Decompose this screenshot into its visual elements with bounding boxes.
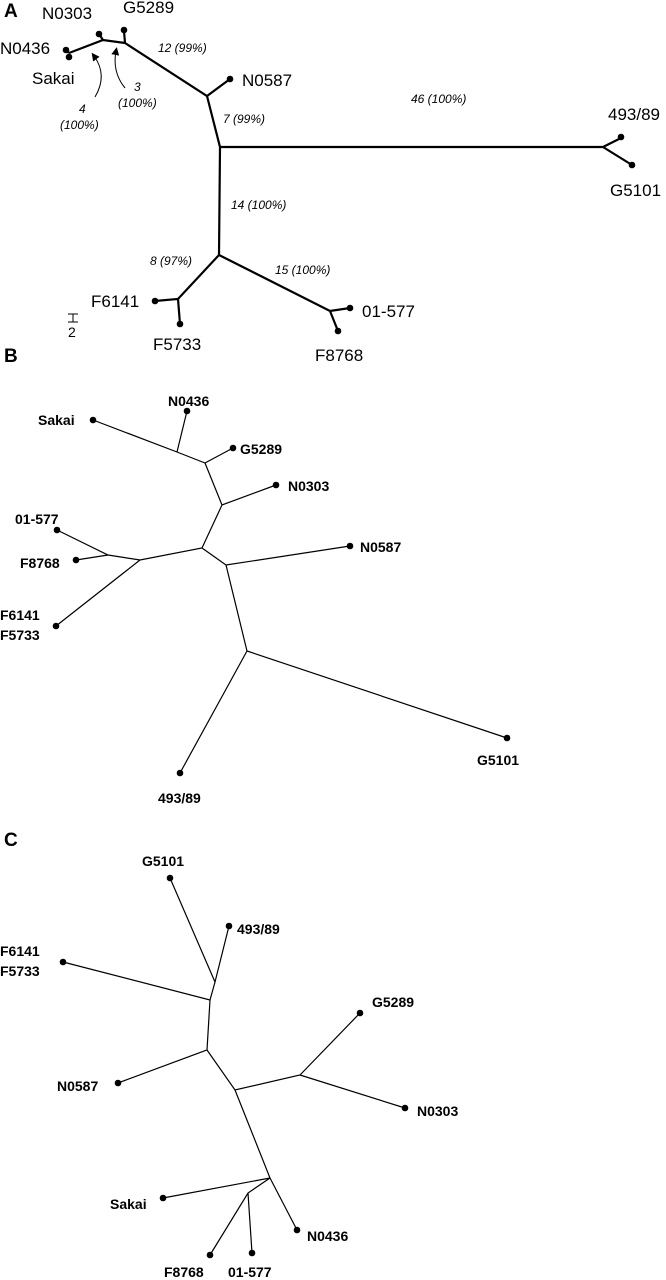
taxon-label: 01-577 [228,1264,272,1280]
branch-support: 12 (99%) [158,41,207,55]
branch-support: 8 (97%) [150,254,192,268]
leaf-dots [62,26,636,335]
taxon-label: F8768 [164,1264,204,1280]
tree-edges [62,877,406,1256]
taxon-label: N0436 [0,39,50,58]
panel-b-tree: B Sakai N0436 G5289 N0303 N0587 01-577 F… [0,346,519,806]
scale-bar-label: 2 [68,324,76,340]
taxon-label: G5101 [142,853,184,869]
leaf-dots [52,407,511,777]
taxon-label: N0587 [360,539,401,555]
branch-support: (100%) [60,118,99,132]
panel-c-tree: C G5101 493/89 F6141 F5733 G5289 N0587 N… [0,830,458,1280]
scale-bar [68,313,78,323]
panel-c-label: C [4,830,18,851]
taxon-label: N0587 [57,1078,98,1094]
taxon-label: F6141 [0,607,40,623]
branch-support: 7 (99%) [223,112,265,126]
taxon-label: F5733 [0,963,40,979]
taxon-label: F8768 [20,555,60,571]
tree-edges [55,410,508,774]
taxon-label: 493/89 [608,105,660,124]
taxon-label: Sakai [38,412,75,428]
panel-b-label: B [4,346,18,367]
arrow-icon [91,52,102,98]
taxon-label: 01-577 [15,511,59,527]
panel-a-tree: A N0303 G5289 N0436 Sakai N0587 493/89 G… [0,0,661,365]
taxon-label: G5101 [477,752,519,768]
arrow-icon [111,47,126,89]
taxon-label: 493/89 [158,790,201,806]
taxon-label: F8768 [315,346,363,365]
taxon-label: N0436 [168,393,209,409]
branch-support: (100%) [118,96,157,110]
taxon-label: N0303 [288,478,329,494]
taxon-label: G5289 [240,441,282,457]
leaf-dots [59,874,409,1259]
taxon-label: 493/89 [237,921,280,937]
taxon-label: F6141 [0,943,40,959]
taxon-label: N0436 [307,1228,348,1244]
taxon-label: G5289 [123,0,174,17]
taxon-label: Sakai [32,69,75,88]
taxon-label: N0303 [42,4,92,23]
panel-a-label: A [4,1,18,22]
branch-support: 4 [79,102,86,116]
taxon-label: N0303 [417,1103,458,1119]
branch-support: 15 (100%) [275,263,330,277]
taxon-label: N0587 [242,71,292,90]
branch-support: 14 (100%) [231,198,286,212]
taxon-label: Sakai [110,1196,147,1212]
taxon-label: G5289 [372,994,414,1010]
taxon-label: F5733 [153,335,201,354]
taxon-label: G5101 [610,181,661,200]
branch-support: 3 [134,80,141,94]
taxon-label: F5733 [0,627,40,643]
taxon-label: 01-577 [362,302,415,321]
branch-support: 46 (100%) [411,92,466,106]
taxon-label: F6141 [91,292,139,311]
tree-edges [65,30,633,332]
